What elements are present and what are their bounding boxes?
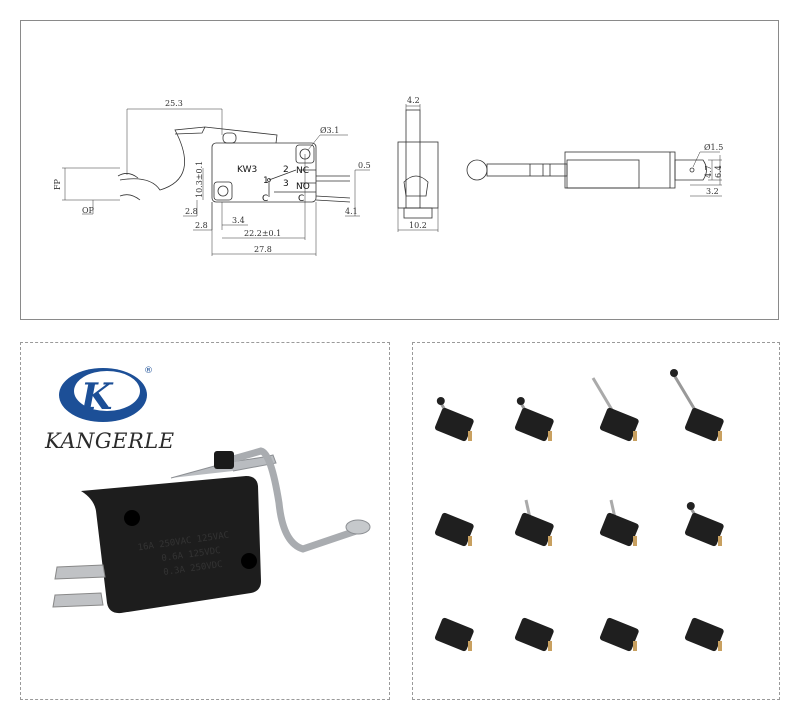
dim-4-2: 4.2 <box>407 96 420 105</box>
svg-text:K: K <box>80 376 114 418</box>
variants-grid <box>434 369 724 652</box>
dim-op: OP <box>82 206 95 215</box>
switch-variant <box>684 502 724 547</box>
c-right-label: C <box>298 194 304 204</box>
technical-drawing: KW3 2 NC 1 3 NO C C 25.3 Ø3.1 FP OP 10.3… <box>53 96 723 256</box>
dim-height: 10.3±0.1 <box>195 161 204 198</box>
switch-variant <box>514 499 554 547</box>
technical-drawing-panel: KW3 2 NC 1 3 NO C C 25.3 Ø3.1 FP OP 10.3… <box>20 20 779 320</box>
c-left-label: C <box>262 194 268 204</box>
dim-27-8: 27.8 <box>254 245 272 254</box>
dim-4-1: 4.1 <box>345 207 358 216</box>
variants-panel <box>412 342 780 700</box>
registered-mark: ® <box>144 366 153 376</box>
switch-variant <box>434 397 474 442</box>
dim-3-4: 3.4 <box>232 216 245 225</box>
lever-outline <box>119 126 278 191</box>
dim-4-7: 4.7 <box>704 165 713 178</box>
terminal-3-label: 3 <box>283 179 289 189</box>
product-photo-panel: K ® 16A 250VAC 125VAC 0.6A 125VDC 0.3A 2… <box>20 342 390 700</box>
product-photo: K ® 16A 250VAC 125VAC 0.6A 125VDC 0.3A 2… <box>52 366 371 614</box>
switch-variant <box>514 617 554 652</box>
top-view <box>466 151 722 197</box>
switch-variant <box>684 617 724 652</box>
dim-lever-length: 25.3 <box>165 99 183 108</box>
switch-variant <box>514 397 554 442</box>
switch-body-outline <box>211 142 317 203</box>
switch-variant <box>670 369 724 442</box>
brand-name: KANGERLE <box>45 429 175 453</box>
switch-variant <box>599 499 639 547</box>
model-label: KW3 <box>237 165 257 175</box>
dim-hole-dia: Ø3.1 <box>320 126 339 135</box>
switch-variant <box>434 617 474 652</box>
dim-2-8-b: 2.8 <box>195 221 208 230</box>
terminal-2-label: 2 <box>283 165 289 175</box>
switch-variant <box>434 512 474 547</box>
nc-label: NC <box>296 166 309 176</box>
brand-logo: K ® <box>59 366 153 422</box>
dim-0-5: 0.5 <box>358 161 371 170</box>
side-view <box>397 104 439 232</box>
dim-terminal-hole: Ø1.5 <box>704 143 723 152</box>
switch-variant <box>599 617 639 652</box>
no-label: NO <box>296 182 310 192</box>
dim-fp: FP <box>53 178 62 190</box>
dim-2-8-a: 2.8 <box>185 207 198 216</box>
dim-6-4: 6.4 <box>714 165 723 178</box>
switch-variant <box>591 377 639 442</box>
dim-10-2: 10.2 <box>409 221 427 230</box>
dim-22-2: 22.2±0.1 <box>244 229 281 238</box>
dim-3-2: 3.2 <box>706 187 719 196</box>
terminal-1-label: 1 <box>263 176 269 186</box>
